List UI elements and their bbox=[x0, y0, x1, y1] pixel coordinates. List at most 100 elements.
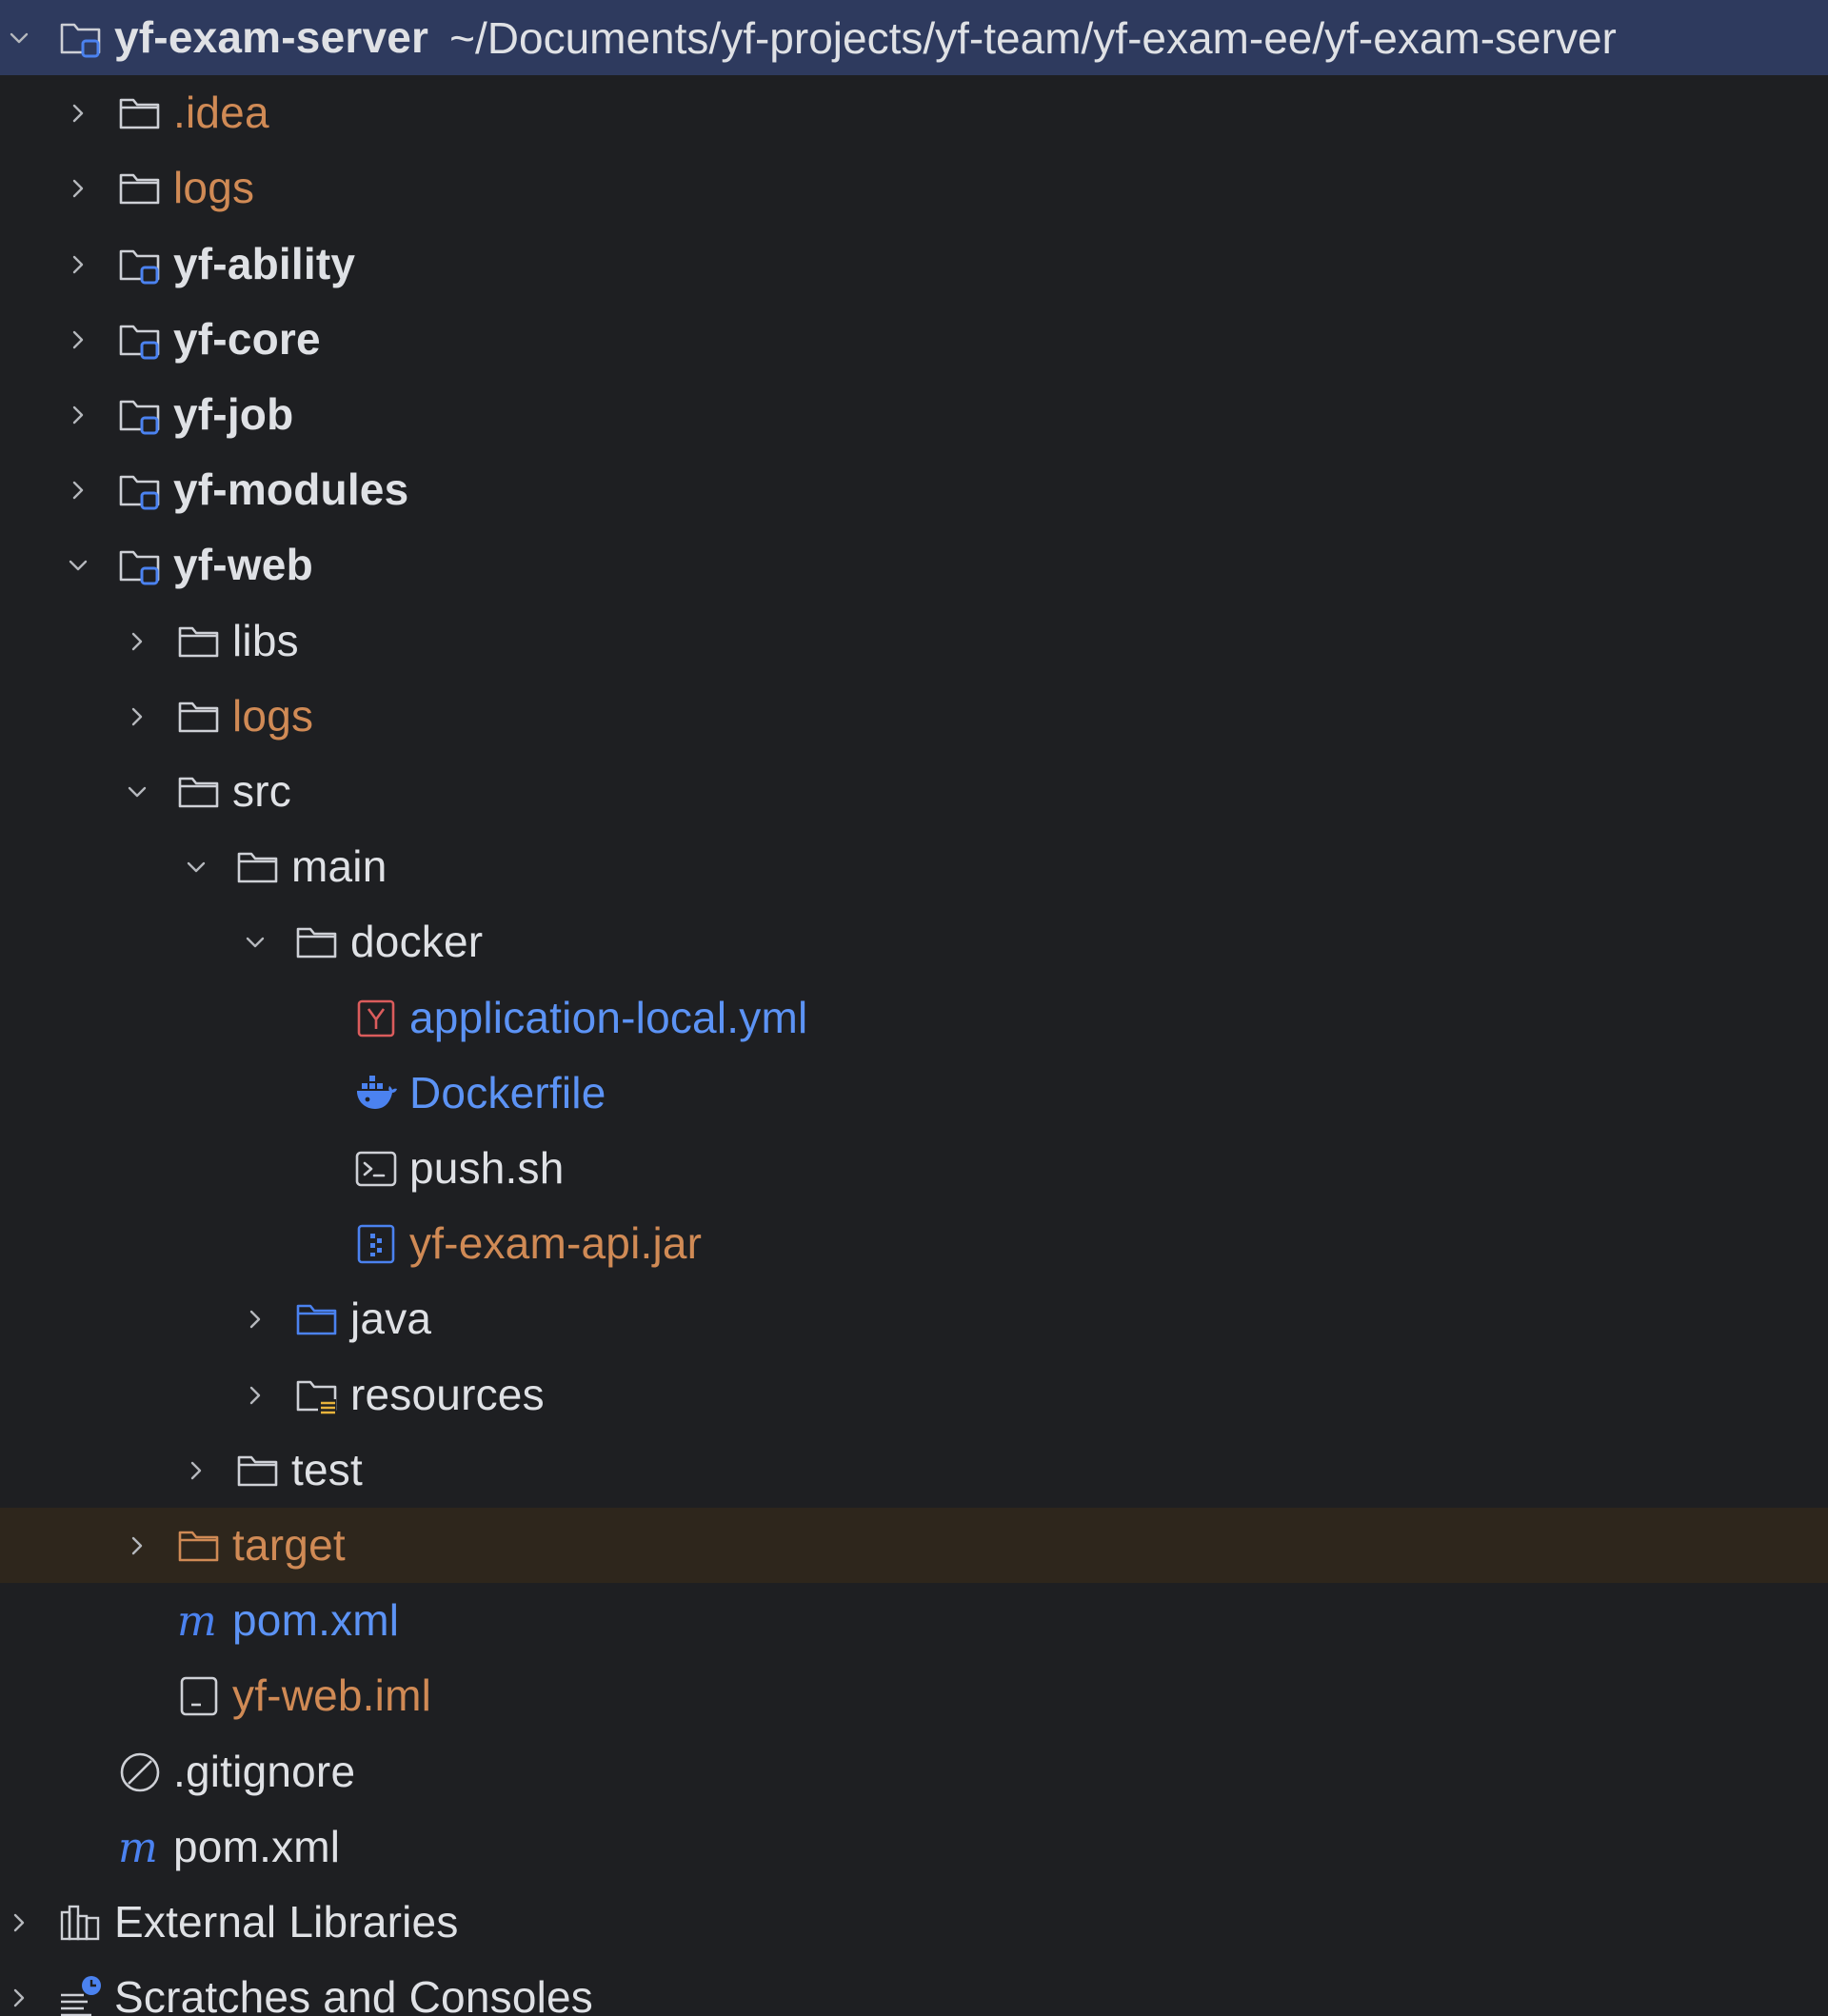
resources-folder-icon bbox=[293, 1372, 341, 1419]
chevron-right-icon[interactable] bbox=[59, 396, 97, 434]
excluded-folder-icon bbox=[175, 1522, 223, 1570]
source-folder-icon bbox=[293, 1295, 341, 1343]
folder-icon bbox=[293, 919, 341, 966]
tree-item-label: .gitignore bbox=[173, 1747, 356, 1796]
tree-row-logs-root[interactable]: logs bbox=[0, 150, 1828, 226]
shell-script-icon bbox=[352, 1145, 400, 1193]
tree-item-label: libs bbox=[232, 616, 299, 665]
project-path: ~/Documents/yf-projects/yf-team/yf-exam-… bbox=[449, 12, 1617, 63]
tree-row-yf-modules[interactable]: yf-modules bbox=[0, 452, 1828, 527]
module-folder-icon bbox=[57, 14, 105, 62]
module-folder-icon bbox=[116, 316, 164, 364]
tree-row-external-libraries[interactable]: External Libraries bbox=[0, 1885, 1828, 1960]
tree-row-yf-core[interactable]: yf-core bbox=[0, 302, 1828, 377]
folder-icon bbox=[175, 768, 223, 816]
tree-row-gitignore[interactable]: .gitignore bbox=[0, 1734, 1828, 1809]
tree-row-pom-web[interactable]: m pom.xml bbox=[0, 1583, 1828, 1658]
tree-item-label: yf-job bbox=[173, 389, 294, 439]
tree-row-main[interactable]: main bbox=[0, 829, 1828, 904]
tree-item-label: logs bbox=[232, 691, 314, 741]
tree-item-label: yf-modules bbox=[173, 464, 409, 514]
tree-row-yf-job[interactable]: yf-job bbox=[0, 377, 1828, 452]
tree-item-label: yf-core bbox=[173, 314, 321, 364]
maven-icon: m bbox=[175, 1597, 223, 1645]
tree-row-pom-root[interactable]: m pom.xml bbox=[0, 1809, 1828, 1885]
folder-icon bbox=[175, 618, 223, 665]
tree-item-label: yf-exam-api.jar bbox=[409, 1218, 703, 1268]
tree-row-dockerfile[interactable]: Dockerfile bbox=[0, 1056, 1828, 1131]
chevron-right-icon[interactable] bbox=[177, 1452, 215, 1490]
tree-item-label: src bbox=[232, 766, 291, 816]
folder-icon bbox=[234, 843, 282, 891]
chevron-down-icon[interactable] bbox=[236, 923, 274, 961]
tree-item-label: yf-ability bbox=[173, 239, 356, 288]
tree-item-label: pom.xml bbox=[173, 1822, 341, 1871]
tree-row-application-local[interactable]: application-local.yml bbox=[0, 980, 1828, 1056]
folder-icon bbox=[116, 165, 164, 212]
tree-row-resources[interactable]: resources bbox=[0, 1357, 1828, 1433]
tree-item-label: Dockerfile bbox=[409, 1068, 606, 1117]
folder-icon bbox=[234, 1447, 282, 1494]
tree-row-push-sh[interactable]: push.sh bbox=[0, 1131, 1828, 1206]
tree-row-java[interactable]: java bbox=[0, 1281, 1828, 1356]
tree-row-test[interactable]: test bbox=[0, 1433, 1828, 1508]
tree-item-label: yf-web bbox=[173, 540, 313, 589]
libraries-icon bbox=[57, 1899, 105, 1947]
chevron-right-icon[interactable] bbox=[59, 321, 97, 359]
chevron-down-icon[interactable] bbox=[59, 546, 97, 584]
tree-row-yf-web[interactable]: yf-web bbox=[0, 527, 1828, 603]
chevron-right-icon[interactable] bbox=[59, 246, 97, 284]
tree-item-label: target bbox=[232, 1520, 346, 1570]
tree-item-label: pom.xml bbox=[232, 1595, 400, 1645]
folder-icon bbox=[175, 693, 223, 741]
chevron-right-icon[interactable] bbox=[59, 471, 97, 509]
tree-row-libs[interactable]: libs bbox=[0, 603, 1828, 679]
tree-row-yf-exam-api-jar[interactable]: yf-exam-api.jar bbox=[0, 1206, 1828, 1281]
folder-icon bbox=[116, 89, 164, 137]
tree-item-label: .idea bbox=[173, 88, 269, 137]
chevron-down-icon[interactable] bbox=[177, 848, 215, 886]
tree-item-label: Scratches and Consoles bbox=[114, 1972, 594, 2016]
module-folder-icon bbox=[116, 391, 164, 439]
jar-file-icon bbox=[352, 1220, 400, 1268]
tree-row-project-root[interactable]: yf-exam-server ~/Documents/yf-projects/y… bbox=[0, 0, 1828, 75]
chevron-right-icon[interactable] bbox=[118, 1527, 156, 1565]
tree-row-idea[interactable]: .idea bbox=[0, 75, 1828, 150]
chevron-right-icon[interactable] bbox=[236, 1376, 274, 1414]
chevron-right-icon[interactable] bbox=[0, 1979, 38, 2016]
scratches-icon bbox=[57, 1974, 105, 2016]
tree-row-yf-web-iml[interactable]: yf-web.iml bbox=[0, 1658, 1828, 1733]
svg-text:m: m bbox=[177, 1597, 217, 1645]
chevron-right-icon[interactable] bbox=[59, 94, 97, 132]
tree-item-label: External Libraries bbox=[114, 1897, 459, 1947]
svg-text:m: m bbox=[118, 1824, 158, 1871]
project-name: yf-exam-server bbox=[114, 12, 429, 62]
chevron-right-icon[interactable] bbox=[118, 623, 156, 661]
module-folder-icon bbox=[116, 466, 164, 514]
tree-row-yf-ability[interactable]: yf-ability bbox=[0, 227, 1828, 302]
tree-row-src[interactable]: src bbox=[0, 754, 1828, 829]
tree-row-logs-web[interactable]: logs bbox=[0, 679, 1828, 754]
chevron-down-icon[interactable] bbox=[118, 773, 156, 811]
tree-item-label: java bbox=[350, 1294, 432, 1343]
tree-item-label: logs bbox=[173, 163, 255, 212]
iml-file-icon bbox=[175, 1672, 223, 1720]
module-folder-icon bbox=[116, 241, 164, 288]
tree-row-target[interactable]: target bbox=[0, 1508, 1828, 1583]
chevron-right-icon[interactable] bbox=[236, 1300, 274, 1338]
yaml-file-icon bbox=[352, 995, 400, 1042]
chevron-right-icon[interactable] bbox=[59, 169, 97, 208]
module-folder-icon bbox=[116, 542, 164, 589]
chevron-right-icon[interactable] bbox=[0, 1904, 38, 1942]
tree-item-label: main bbox=[291, 841, 387, 891]
tree-row-docker[interactable]: docker bbox=[0, 904, 1828, 979]
tree-row-scratches[interactable]: Scratches and Consoles bbox=[0, 1960, 1828, 2016]
maven-icon: m bbox=[116, 1824, 164, 1871]
chevron-right-icon[interactable] bbox=[118, 698, 156, 736]
tree-item-label: push.sh bbox=[409, 1143, 565, 1193]
tree-item-label: docker bbox=[350, 917, 484, 966]
chevron-down-icon[interactable] bbox=[0, 19, 38, 57]
gitignore-icon bbox=[116, 1749, 164, 1796]
tree-item-label: test bbox=[291, 1445, 363, 1494]
